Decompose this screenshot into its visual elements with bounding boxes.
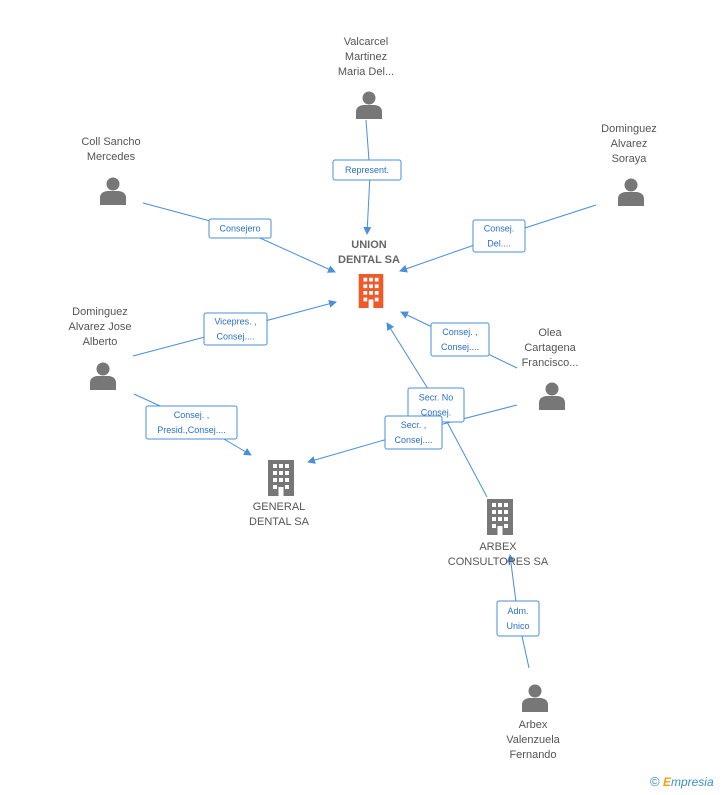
person-icon — [618, 178, 644, 206]
edge-label-text: Secr. No — [419, 393, 454, 403]
edge-label-box — [496, 600, 540, 637]
node-label: Olea — [538, 327, 562, 339]
copyright-symbol: © — [650, 774, 660, 789]
edge-label-box — [384, 415, 443, 450]
edge-label-box — [203, 312, 268, 346]
edge-label-text: Consejero — [219, 224, 260, 234]
node-label: DENTAL SA — [338, 254, 400, 266]
edge-label-box — [332, 159, 402, 181]
edge-label-text: Consej.... — [441, 342, 479, 352]
building-icon — [487, 499, 513, 535]
node-label: DENTAL SA — [249, 516, 310, 528]
edge-label-text: Consej. — [421, 408, 452, 418]
edge-label-box — [430, 322, 490, 357]
edge-label-text: Consej. , — [174, 410, 210, 420]
edge-label-text: Unico — [506, 621, 529, 631]
edge-label-e3[interactable]: Consej. Del.... — [472, 219, 526, 253]
node-label: Fernando — [509, 749, 556, 761]
edge-label-text: Secr. , — [401, 420, 427, 430]
person-icon — [522, 684, 548, 712]
brand-initial: E — [662, 775, 671, 789]
edge-label-box — [145, 405, 238, 440]
edge-label-e5[interactable]: Consej. , Consej.... — [430, 322, 490, 357]
node-label: CONSULTORES SA — [448, 556, 549, 568]
person-icon — [90, 362, 116, 390]
edge-label-e8[interactable]: Secr. , Consej.... — [384, 415, 443, 450]
node-label: Martinez — [345, 51, 387, 63]
person-icon — [356, 91, 382, 119]
edge-label-e2[interactable]: Consejero — [208, 218, 272, 239]
node-label: Mercedes — [87, 151, 136, 163]
edge-label-e4[interactable]: Vicepres. , Consej.... — [203, 312, 268, 346]
node-label: Alberto — [83, 336, 118, 348]
building-icon — [268, 460, 294, 496]
node-label: Valcarcel — [344, 36, 388, 48]
node-label: Coll Sancho — [81, 136, 140, 148]
edge-label-text: Represent. — [345, 165, 389, 175]
node-label: Dominguez — [601, 123, 657, 135]
edge-label-text: Vicepres. , — [214, 317, 256, 327]
edge-label-text: Consej.... — [216, 332, 254, 342]
person-icon — [539, 382, 565, 410]
node-label: Valenzuela — [506, 734, 560, 746]
edge-label-text: Presid.,Consej.... — [157, 425, 226, 435]
node-label: Francisco... — [522, 357, 579, 369]
node-general[interactable]: GENERAL DENTAL SA — [249, 460, 310, 528]
node-label: Maria Del... — [338, 66, 394, 78]
node-label: GENERAL — [253, 501, 306, 513]
edge-label-e9[interactable]: Adm. Unico — [496, 600, 540, 637]
node-label: Dominguez — [72, 306, 128, 318]
footer-brand: © Empresia — [650, 774, 714, 789]
node-olea[interactable]: OleaCartagenaFrancisco... — [522, 327, 579, 410]
edge-label-text: Consej. — [484, 224, 515, 234]
node-label: ARBEX — [479, 541, 517, 553]
node-label: Cartagena — [524, 342, 576, 354]
edge-label-e6[interactable]: Consej. , Presid.,Consej.... — [145, 405, 238, 440]
node-label: Alvarez Jose — [69, 321, 132, 333]
edge-label-e1[interactable]: Represent. — [332, 159, 402, 181]
brand-name: mpresia — [670, 775, 714, 789]
node-label: Arbex — [519, 719, 548, 731]
edge-label-box — [472, 219, 526, 253]
edge-label-text: Consej. , — [442, 327, 478, 337]
node-union[interactable]: UNION DENTAL SA — [338, 239, 400, 308]
person-icon — [100, 177, 126, 205]
node-label: Alvarez — [611, 138, 648, 150]
edge-label-text: Consej.... — [394, 435, 432, 445]
edge-label-e7[interactable]: Secr. No Consej. — [407, 387, 465, 423]
node-label: UNION — [351, 239, 387, 251]
edge-label-box — [208, 218, 272, 239]
node-arbex_c[interactable]: ARBEX CONSULTORES SA — [448, 499, 549, 568]
edge-label-text: Del.... — [487, 239, 511, 249]
building-icon — [358, 274, 384, 308]
edge-label-text: Adm. — [507, 606, 528, 616]
node-label: Soraya — [612, 153, 648, 165]
